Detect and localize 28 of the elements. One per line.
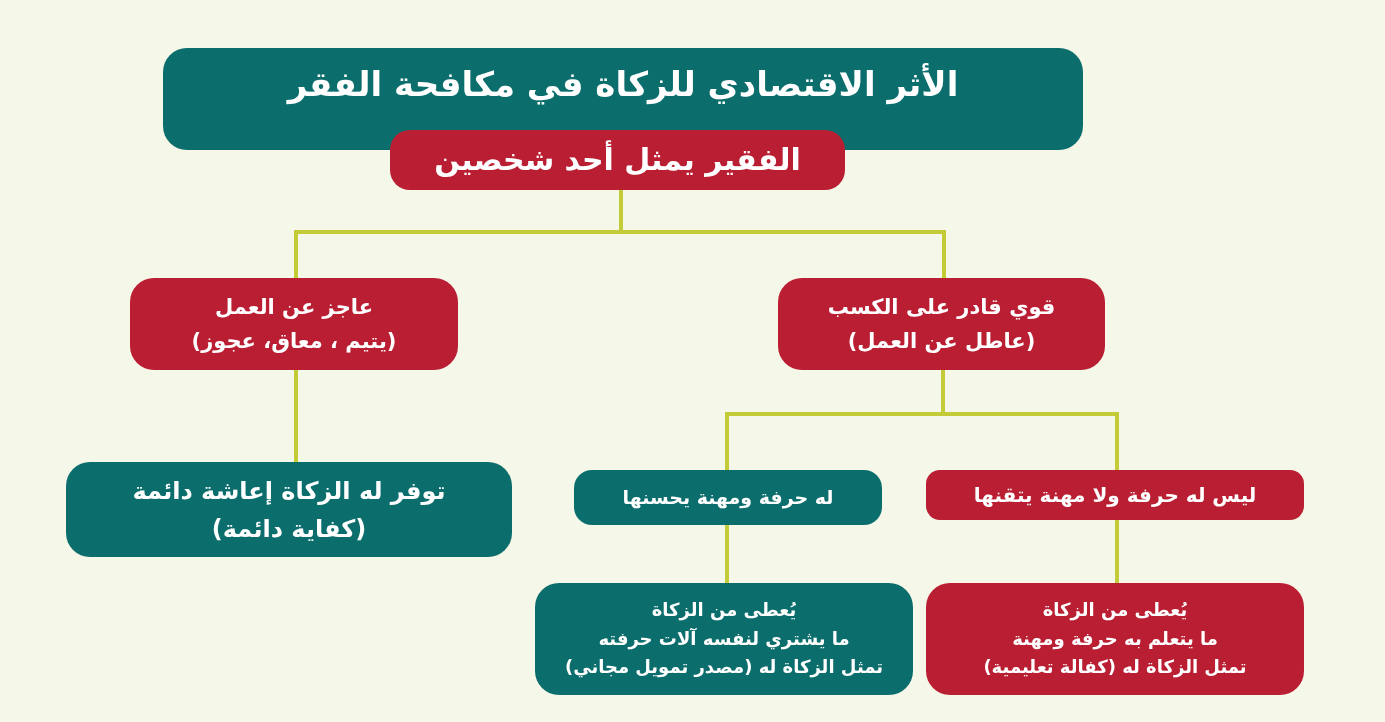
box-text: قوي قادر على الكسب [827,293,1056,320]
box-text: يُعطى من الزكاة [1042,599,1188,622]
box-text: له حرفة ومهنة يحسنها [622,485,834,510]
subcategory-box [926,470,1304,520]
box-text: توفر له الزكاة إعاشة دائمة [132,475,446,506]
box-text: الفقير يمثل أحد شخصين [434,141,801,179]
box-text: تمثل الزكاة له (مصدر تمويل مجاني) [564,656,884,679]
subcategory-box [574,470,882,525]
connector-line [725,370,945,470]
connector-line [1115,520,1119,583]
box-text: الأثر الاقتصادي للزكاة في مكافحة الفقر [287,62,959,106]
box-text: (كفاية دائمة) [211,513,367,544]
connector-line [725,525,729,583]
box-text: (يتيم ، معاق، عجوز) [191,328,397,355]
box-text: (عاطل عن العمل) [847,328,1036,355]
box-text: ما يشتري لنفسه آلات حرفته [598,627,850,651]
box-text: تمثل الزكاة له (كفالة تعليمية) [983,656,1247,679]
box-text: يُعطى من الزكاة [651,599,797,622]
outcome-box [535,583,913,695]
box-text: عاجز عن العمل [214,293,374,320]
category-box [778,278,1105,370]
heading-box [390,130,845,190]
connector-line [294,370,298,462]
category-box [130,278,458,370]
box-text: ليس له حرفة ولا مهنة يتقنها [973,482,1257,508]
outcome-box [66,462,512,557]
outcome-box [926,583,1304,695]
box-text: ما يتعلم به حرفة ومهنة [1012,627,1218,651]
